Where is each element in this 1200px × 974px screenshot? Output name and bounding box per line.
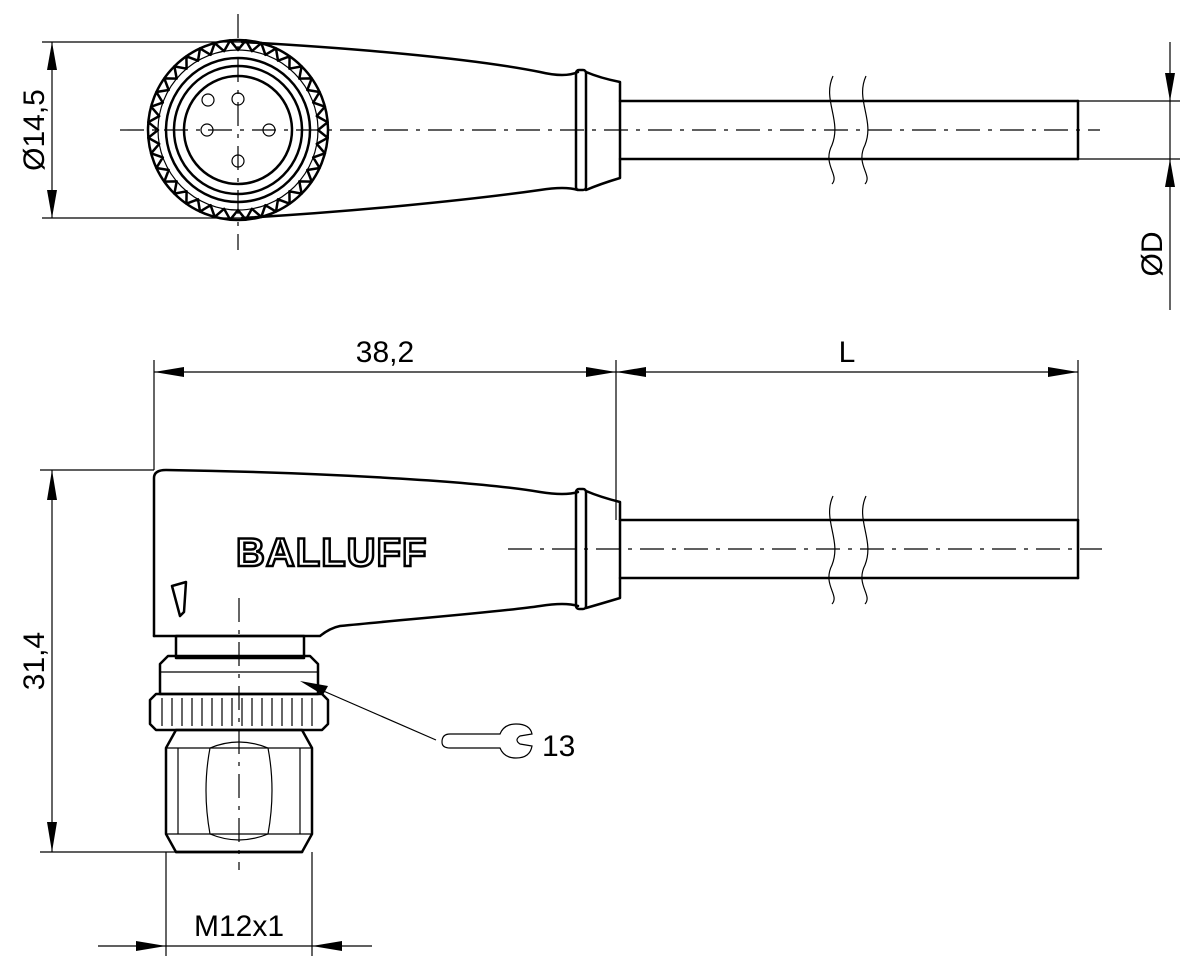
dim-arrow xyxy=(154,367,184,377)
dim-arrow xyxy=(47,822,57,852)
dim-arrow xyxy=(47,190,57,218)
side-boot xyxy=(584,489,622,610)
dim-arrow xyxy=(47,42,57,70)
wrench-leader-arrow xyxy=(300,681,328,695)
side-view: 38,2 L BALLUFF xyxy=(18,336,1102,956)
dim-arrow xyxy=(47,470,57,500)
top-break-left xyxy=(828,75,836,185)
side-knurl-lines xyxy=(161,698,313,726)
side-hex-facet xyxy=(205,747,211,835)
open-end-wrench-icon xyxy=(441,723,533,759)
side-break-left xyxy=(828,495,836,605)
wrench-leader-line xyxy=(311,685,437,741)
top-boot xyxy=(584,70,622,192)
dim-arrow xyxy=(616,367,646,377)
side-hex-facet xyxy=(267,747,273,835)
side-knurl-ring xyxy=(148,692,330,732)
top-body-upper-edge xyxy=(240,40,580,77)
dim-label-thread: M12x1 xyxy=(194,910,284,943)
coding-key-icon xyxy=(201,93,215,107)
dim-label-cable-diameter: ØD xyxy=(1136,232,1169,277)
dim-arrow xyxy=(1165,159,1175,187)
top-body-lower-edge xyxy=(240,186,580,220)
dim-arrow xyxy=(312,941,342,951)
dim-label-height: 31,4 xyxy=(18,632,51,690)
dim-arrow xyxy=(1165,73,1175,101)
side-body-upper-edge xyxy=(152,468,580,638)
dim-label-top-diameter: Ø14,5 xyxy=(18,89,51,171)
top-view: Ø14,5 ØD xyxy=(18,14,1180,310)
dim-arrow xyxy=(1048,367,1078,377)
dim-label-cable-length: L xyxy=(839,336,856,369)
coding-key-marker-icon xyxy=(170,580,188,618)
balluff-logo: BALLUFF xyxy=(236,531,427,575)
side-break-right xyxy=(861,495,869,605)
dim-label-body-length: 38,2 xyxy=(356,336,414,369)
dim-arrow xyxy=(136,941,166,951)
side-neck xyxy=(174,634,306,660)
top-break-right xyxy=(861,75,869,185)
dim-arrow xyxy=(586,367,616,377)
wrench-size-label: 13 xyxy=(542,730,575,763)
side-body-lower-edge xyxy=(152,602,580,638)
top-socket-ring xyxy=(172,64,304,196)
